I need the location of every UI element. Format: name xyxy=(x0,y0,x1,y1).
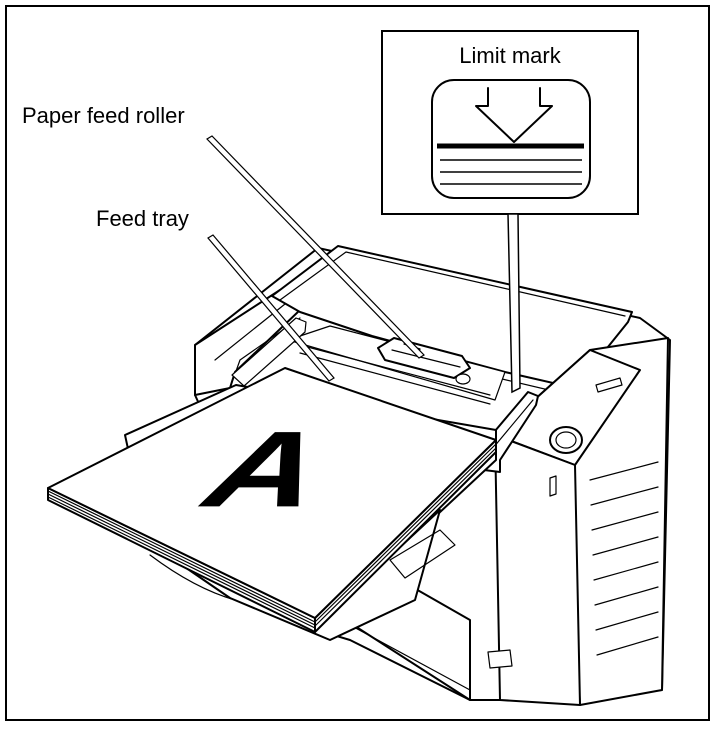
paper-feed-roller-leader xyxy=(206,135,425,359)
paper-stack: A xyxy=(47,367,497,633)
down-arrow-icon xyxy=(475,87,553,143)
feed-tray-leader xyxy=(207,234,335,382)
paper-feed-roller-label: Paper feed roller xyxy=(22,103,185,128)
power-button xyxy=(549,426,583,454)
limit-mark-callout: Limit mark xyxy=(381,30,639,394)
limit-mark-pointer xyxy=(507,213,521,394)
top-sheet xyxy=(47,367,497,619)
feed-tray-label: Feed tray xyxy=(96,206,189,231)
annotations: Paper feed roller Feed tray xyxy=(22,103,425,382)
side-vents xyxy=(589,461,659,656)
limit-mark-label: Limit mark xyxy=(459,43,561,68)
